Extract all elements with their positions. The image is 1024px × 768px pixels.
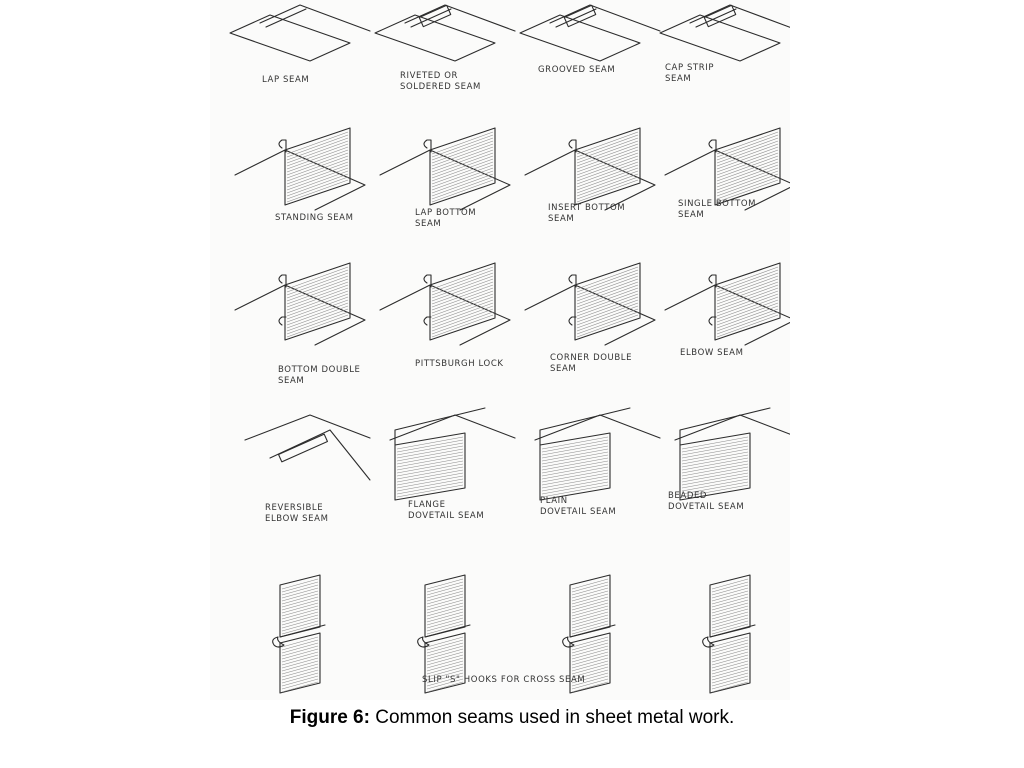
seam-label-line: REVERSIBLE <box>265 503 323 513</box>
slip-s-hook-icon <box>417 574 471 694</box>
seam-label-line: SEAM <box>550 364 576 374</box>
lap-seam-icon <box>229 4 371 62</box>
seam-label: PITTSBURGH LOCK <box>415 359 504 369</box>
caption-prefix: Figure 6: <box>289 707 370 728</box>
seam-label-line: SEAM <box>278 376 304 386</box>
seam-label-line: BEADED <box>668 491 707 501</box>
beaded-dovetail-seam-icon <box>674 407 790 501</box>
cap-strip-seam-icon <box>659 4 790 62</box>
seam-label-line: ELBOW SEAM <box>265 514 329 524</box>
riveted-seam-icon <box>374 4 516 62</box>
flange-dovetail-seam-icon <box>389 407 516 501</box>
seam-label-line: BOTTOM DOUBLE <box>278 365 361 375</box>
seam-label-line: INSERT BOTTOM <box>548 203 625 213</box>
seam-label-line: SOLDERED SEAM <box>400 82 481 92</box>
seam-label-line: SEAM <box>665 74 691 84</box>
elbow-seam-icon <box>664 262 790 346</box>
reversible-elbow-seam-icon <box>244 414 371 481</box>
seam-label-line: ELBOW SEAM <box>680 348 744 358</box>
seam-label-line: CAP STRIP <box>665 63 714 73</box>
slip-hooks-label: SLIP "S" HOOKS FOR CROSS SEAM <box>422 675 585 685</box>
seam-label-line: DOVETAIL SEAM <box>540 507 616 517</box>
seam-label-line: SEAM <box>415 219 441 229</box>
slip-s-hook-icon <box>562 574 616 694</box>
single-bottom-seam-icon <box>664 127 790 211</box>
seam-label-line: SINGLE BOTTOM <box>678 199 756 209</box>
seam-label-line: LAP BOTTOM <box>415 208 476 218</box>
figure-caption: Figure 6: Common seams used in sheet met… <box>0 707 1024 729</box>
slip-s-hook-icon <box>702 574 756 694</box>
plain-dovetail-seam-icon <box>534 407 661 501</box>
seam-label-line: PLAIN <box>540 496 568 506</box>
seam-label: STANDING SEAM <box>275 213 354 223</box>
bottom-double-seam-icon <box>234 262 366 346</box>
seam-label-line: SEAM <box>678 210 704 220</box>
slip-s-hook-icon <box>272 574 326 694</box>
seam-label-line: LAP SEAM <box>262 75 309 85</box>
caption-text: Common seams used in sheet metal work. <box>369 707 735 728</box>
standing-seam-icon <box>234 127 366 211</box>
seam-label: GROOVED SEAM <box>538 65 615 75</box>
seam-label-line: DOVETAIL SEAM <box>668 502 744 512</box>
seam-label-line: DOVETAIL SEAM <box>408 511 484 521</box>
grooved-seam-icon <box>519 4 661 62</box>
seam-label: ELBOW SEAM <box>680 348 744 358</box>
seam-label-line: CORNER DOUBLE <box>550 353 632 363</box>
lap-bottom-seam-icon <box>379 127 511 211</box>
seam-label-line: GROOVED SEAM <box>538 65 615 75</box>
corner-double-seam-icon <box>524 262 656 346</box>
pittsburgh-lock-icon <box>379 262 511 346</box>
seam-label: LAP SEAM <box>262 75 309 85</box>
seam-label-line: SEAM <box>548 214 574 224</box>
seam-label-line: RIVETED OR <box>400 71 458 81</box>
seam-label-line: FLANGE <box>408 500 446 510</box>
seam-label-line: PITTSBURGH LOCK <box>415 359 504 369</box>
seam-label-line: STANDING SEAM <box>275 213 354 223</box>
insert-bottom-seam-icon <box>524 127 656 211</box>
